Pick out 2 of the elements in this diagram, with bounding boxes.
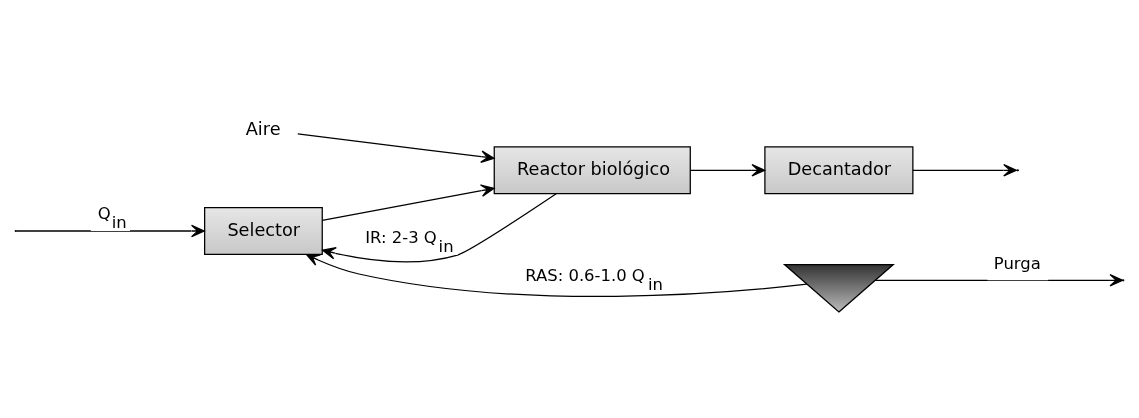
edge-label: Purga [993, 253, 1041, 273]
node-text: Aire [245, 118, 281, 138]
